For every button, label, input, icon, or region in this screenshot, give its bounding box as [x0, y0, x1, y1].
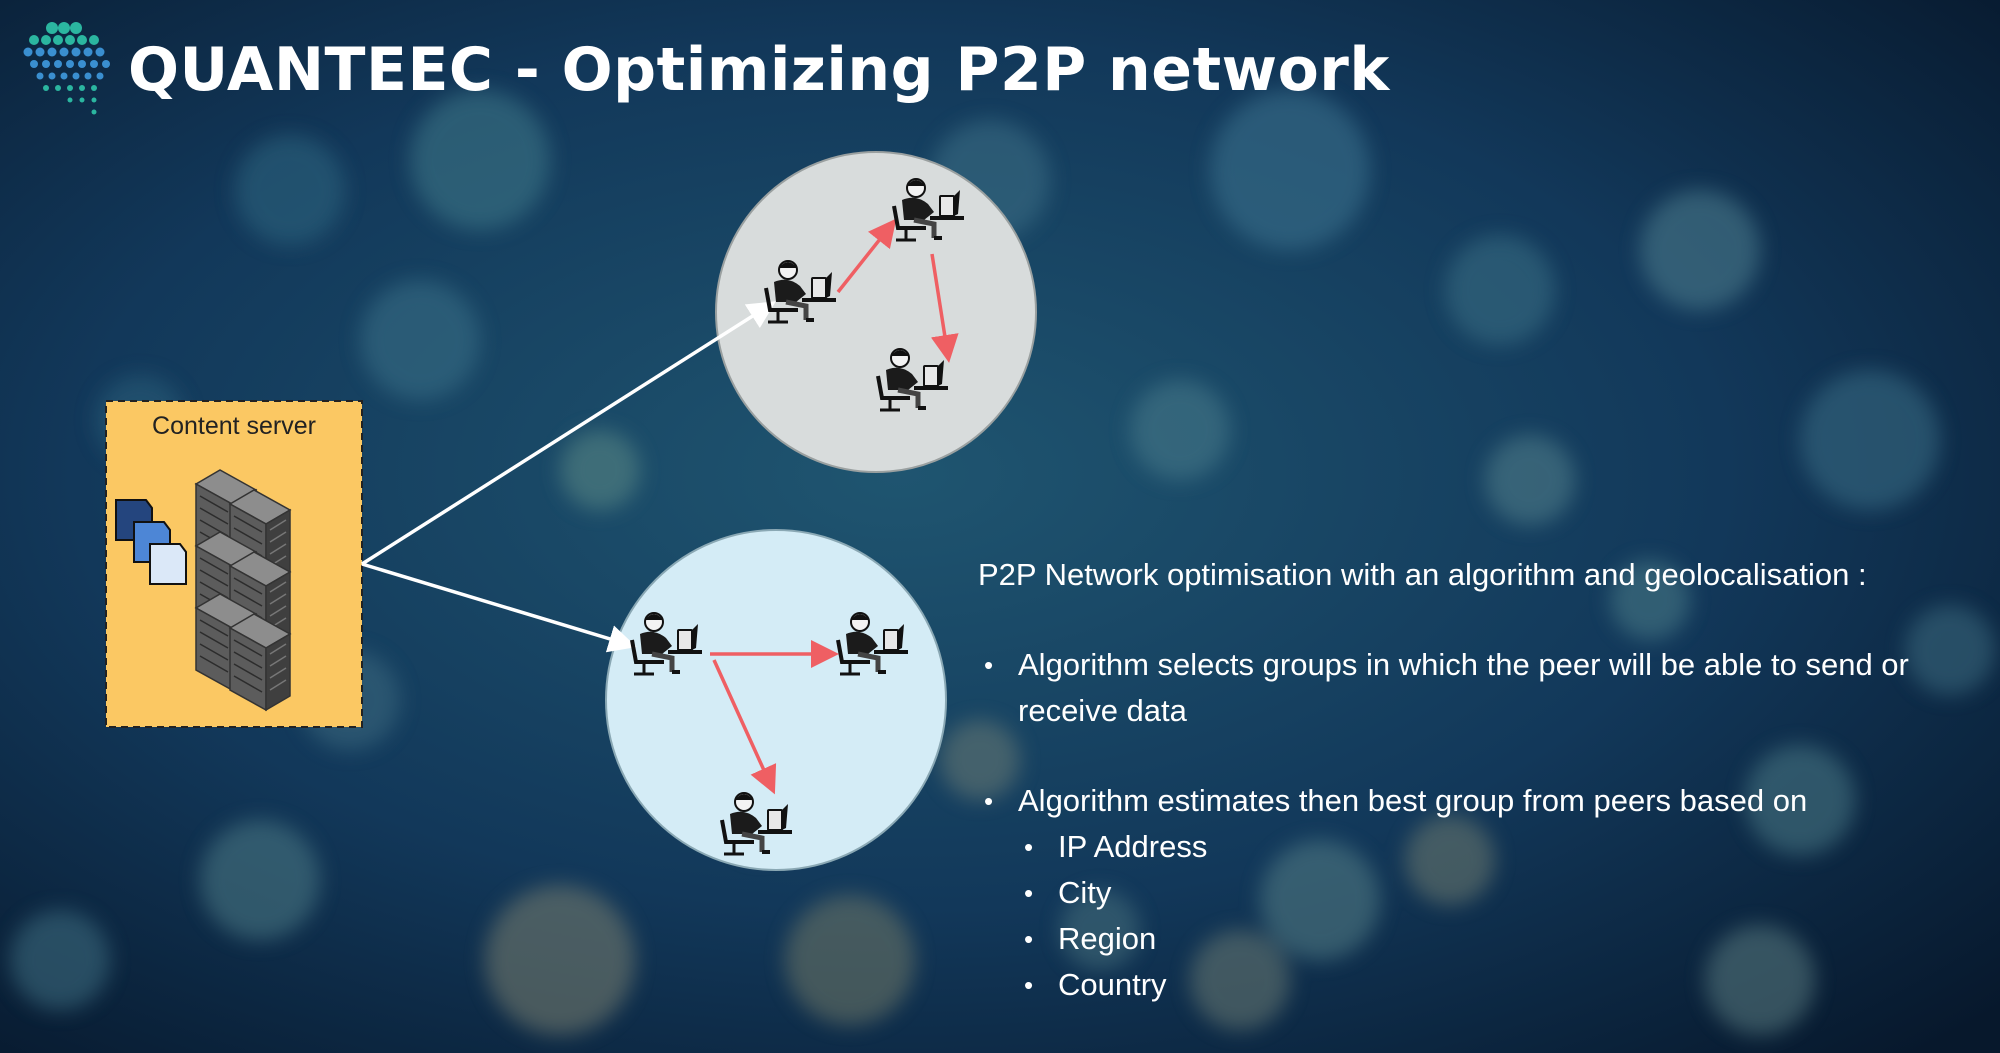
logo-dot: [46, 22, 58, 34]
logo-dot: [79, 97, 85, 103]
slide-title: QUANTEEC - Optimizing P2P network: [128, 35, 1390, 105]
logo-dot: [48, 72, 56, 80]
logo-dot: [67, 85, 73, 91]
peer-link-arrow: [930, 253, 959, 363]
logo-dot: [43, 85, 49, 91]
logo-dot: [42, 60, 50, 68]
server-to-bottom-group-arrow: [361, 562, 637, 653]
logo-dot: [53, 35, 63, 45]
bullet-list: Algorithm selects groups in which the pe…: [978, 642, 1988, 1008]
logo-dot: [84, 72, 92, 80]
sub-bullet-item: Country: [1018, 962, 1988, 1008]
logo-dot: [77, 35, 87, 45]
description-panel: P2P Network optimisation with an algorit…: [978, 552, 1988, 1052]
logo-dot: [30, 60, 38, 68]
peer-link-arrow: [712, 659, 777, 795]
logo-dot: [90, 60, 98, 68]
logo-dot: [78, 60, 86, 68]
logo-dot: [41, 35, 51, 45]
logo-dot: [91, 97, 97, 103]
server-to-top-group-arrow: [361, 301, 776, 566]
logo-dot: [91, 85, 97, 91]
logo-dot: [83, 47, 93, 57]
logo-dot: [89, 35, 99, 45]
logo-dot: [36, 72, 44, 80]
logo-dot: [54, 60, 62, 68]
logo-dot: [66, 60, 74, 68]
logo-dot: [95, 47, 105, 57]
bullet-item-text: Algorithm estimates then best group from…: [1018, 783, 1808, 818]
logo-dot: [29, 35, 39, 45]
peer-group-top: [715, 151, 1037, 473]
logo-dot: [23, 47, 33, 57]
server-rack-icon: [195, 469, 291, 711]
logo-dot: [71, 47, 81, 57]
logo-dot: [102, 60, 110, 68]
logo-dot: [60, 72, 68, 80]
content-server: Content server: [105, 400, 363, 728]
content-server-label: Content server: [152, 412, 316, 440]
bullet-item: Algorithm selects groups in which the pe…: [978, 642, 1988, 734]
peer-link-arrow: [836, 218, 897, 294]
logo-dot: [47, 47, 57, 57]
logo-dot: [70, 22, 82, 34]
logo-dot: [58, 22, 70, 34]
logo-dot: [65, 35, 75, 45]
logo-dot: [67, 97, 73, 103]
logo-dot: [91, 109, 97, 115]
logo-dot: [35, 47, 45, 57]
sub-bullet-list: IP Address City Region Country: [1018, 824, 1988, 1008]
logo-dot: [59, 47, 69, 57]
sub-bullet-item: City: [1018, 870, 1988, 916]
documents-icon: [115, 499, 187, 585]
bullet-item: Algorithm estimates then best group from…: [978, 778, 1988, 1008]
logo-dot: [72, 72, 80, 80]
logo-dot: [96, 72, 104, 80]
logo-dot: [79, 85, 85, 91]
sub-bullet-item: IP Address: [1018, 824, 1988, 870]
logo-dot: [55, 85, 61, 91]
quanteec-logo: [23, 22, 110, 115]
sub-bullet-item: Region: [1018, 916, 1988, 962]
intro-text: P2P Network optimisation with an algorit…: [978, 557, 1867, 592]
